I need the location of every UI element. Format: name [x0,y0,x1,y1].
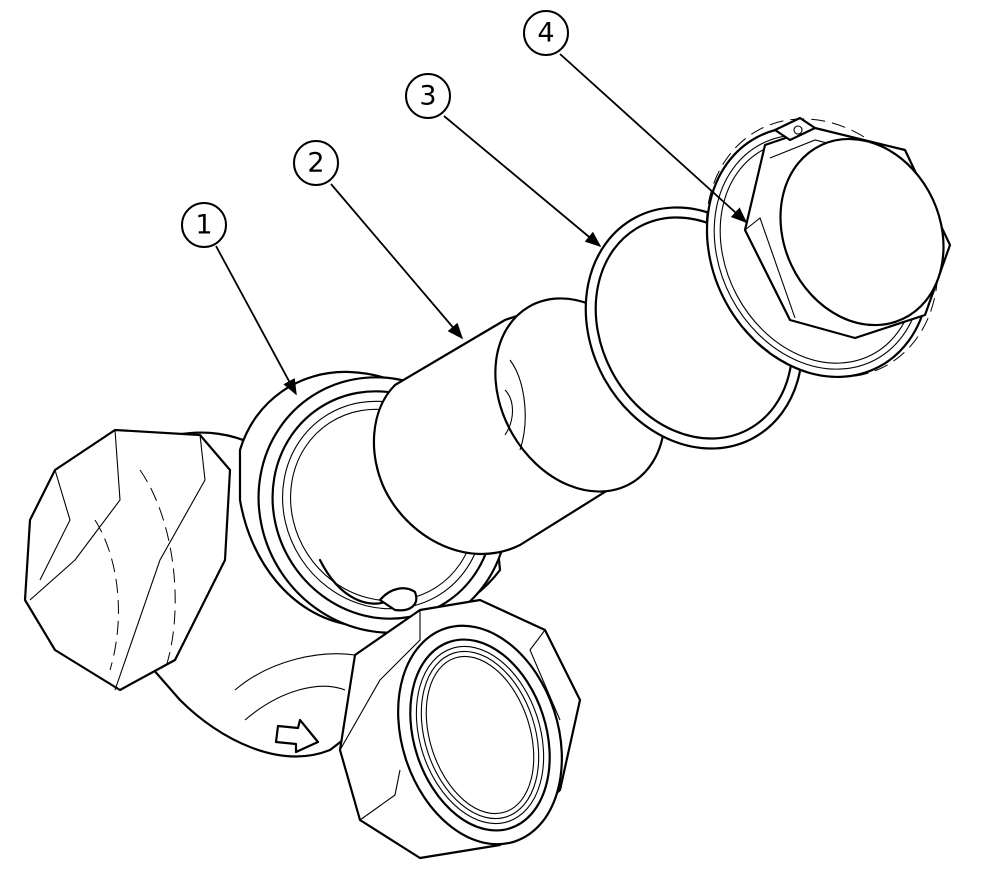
callout-1: 1 [181,202,297,396]
callout-1-bubble [181,202,227,248]
callout-2-label: 2 [307,148,324,179]
callout-4-bubble [523,10,569,56]
callout-4-label: 4 [537,18,554,49]
callout-2: 2 [293,140,464,340]
flow-direction-arrow-icon [274,718,320,754]
callout-2-bubble [293,140,339,186]
callout-4: 4 [523,10,748,224]
hex-plug-cap [705,116,952,379]
callout-3: 3 [405,73,602,248]
callout-1-label: 1 [195,210,212,241]
callout-3-bubble [405,73,451,119]
callout-3-label: 3 [419,81,436,112]
